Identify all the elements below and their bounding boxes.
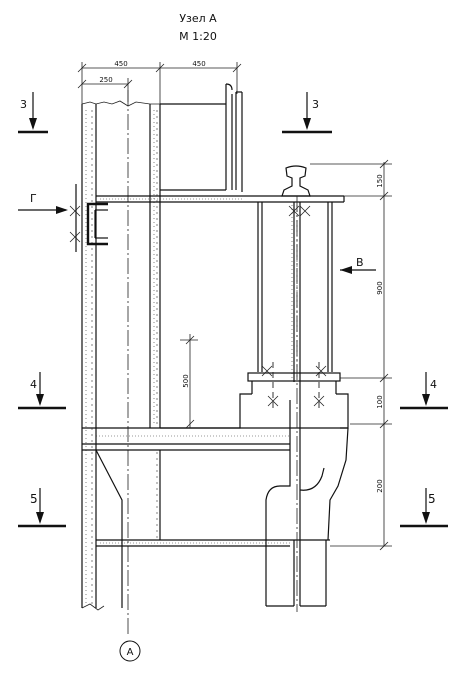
crane-rail [281,165,311,197]
main-column [81,100,161,611]
lower-left-diagonal [95,449,161,608]
svg-text:3: 3 [20,98,27,111]
svg-text:В: В [356,256,364,269]
svg-text:4: 4 [430,378,437,391]
svg-text:5: 5 [428,492,436,506]
upper-beam [96,195,345,203]
section-3-left: 3 [18,92,48,134]
section-5-right: 5 [400,488,448,528]
dim-right-rail: 150 [376,174,384,187]
title-line1: Узел А [179,12,217,25]
stepped-outline [160,393,349,541]
dim-right-column: 900 [376,281,384,294]
view-arrow-v: В [340,256,376,274]
dim-top-inner: 250 [99,76,112,84]
top-dimensions: 450 450 250 [77,60,242,104]
view-arrow-g: Г [18,192,68,214]
bracket-g [69,184,108,252]
svg-text:3: 3 [312,98,319,111]
dim-right-bottom: 200 [376,479,384,492]
right-column [257,202,333,382]
cap-plate [247,362,341,410]
svg-text:А: А [127,647,134,658]
section-4-left: 4 [18,372,66,410]
svg-text:Г: Г [30,192,37,205]
axis-marker-a: А [119,640,141,662]
section-5-left: 5 [18,488,66,528]
section-3-right: 3 [282,92,332,134]
section-4-right: 4 [400,372,448,410]
svg-text:4: 4 [30,378,37,391]
inner-dimension: 500 [180,334,198,429]
dim-top-right: 450 [192,60,205,68]
dim-top-left: 450 [114,60,127,68]
svg-text:5: 5 [30,492,38,506]
dim-right-gap: 100 [376,395,384,408]
upper-channel [160,83,243,192]
title-line2: М 1:20 [179,30,217,43]
dim-left-inner: 500 [182,374,190,387]
right-dimensions: 150 900 100 200 [310,159,392,551]
lower-beams [82,427,348,547]
lower-pedestal [265,196,327,612]
